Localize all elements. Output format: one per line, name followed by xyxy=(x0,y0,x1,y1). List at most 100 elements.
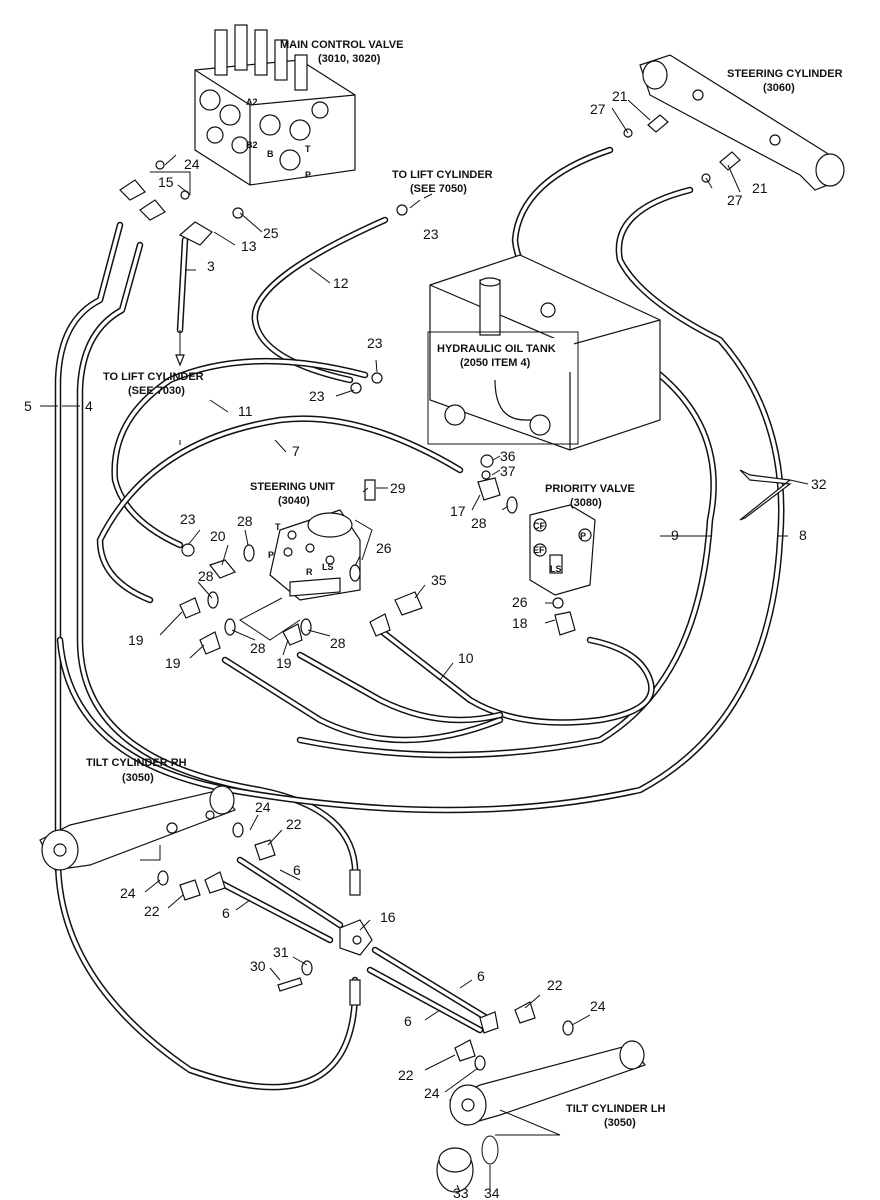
callout-28: 28 xyxy=(330,635,346,651)
hose-4 xyxy=(76,241,359,884)
tilt-cylinder-lh xyxy=(436,1040,646,1193)
callout-22: 22 xyxy=(144,903,160,919)
steering-fittings xyxy=(179,204,792,655)
hose-11 xyxy=(111,357,369,549)
hose-19-lines xyxy=(221,651,504,744)
hose-6-group xyxy=(211,856,494,1034)
callout-6: 6 xyxy=(404,1013,412,1029)
callout-32: 32 xyxy=(811,476,827,492)
steering-cylinder xyxy=(623,54,845,191)
label-tilt-cylinder-rh-ref: (3050) xyxy=(122,772,154,784)
callout-3: 3 xyxy=(207,258,215,274)
callout-12: 12 xyxy=(333,275,349,291)
callout-26: 26 xyxy=(512,594,528,610)
label-main-control-valve-ref: (3010, 3020) xyxy=(318,53,381,65)
callout-36: 36 xyxy=(500,448,516,464)
callout-16: 16 xyxy=(380,909,396,925)
label-lift-cylinder-top: TO LIFT CYLINDER xyxy=(392,169,493,181)
callout-28: 28 xyxy=(250,640,266,656)
hose-10 xyxy=(376,626,655,726)
callout-21: 21 xyxy=(752,180,768,196)
callout-20: 20 xyxy=(210,528,226,544)
port-p-valve: P xyxy=(305,170,311,180)
callout-24: 24 xyxy=(120,885,136,901)
label-priority-valve-ref: (3080) xyxy=(570,497,602,509)
callout-24: 24 xyxy=(590,998,606,1014)
callout-27: 27 xyxy=(727,192,743,208)
callout-23: 23 xyxy=(180,511,196,527)
callout-10: 10 xyxy=(458,650,474,666)
port-ls-prio: LS xyxy=(550,564,562,574)
label-lift-cylinder-left: TO LIFT CYLINDER xyxy=(103,371,204,383)
callout-18: 18 xyxy=(512,615,528,631)
callout-6: 6 xyxy=(477,968,485,984)
component-labels: MAIN CONTROL VALVE (3010, 3020) STEERING… xyxy=(86,39,843,1129)
leader-lines xyxy=(40,99,809,1193)
port-b2: B2 xyxy=(246,140,258,150)
steering-unit xyxy=(269,479,376,601)
callout-19: 19 xyxy=(165,655,181,671)
callout-24: 24 xyxy=(255,799,271,815)
callout-11: 11 xyxy=(238,403,253,419)
callout-7: 7 xyxy=(292,443,300,459)
callout-8: 8 xyxy=(799,527,807,543)
callout-19: 19 xyxy=(128,632,144,648)
priority-valve xyxy=(529,504,596,596)
valve-fittings xyxy=(119,160,244,445)
callout-4: 4 xyxy=(85,398,93,414)
callout-9: 9 xyxy=(671,527,679,543)
callout-24: 24 xyxy=(424,1085,440,1101)
callout-23: 23 xyxy=(309,388,325,404)
hose-7 xyxy=(96,415,464,604)
callout-28: 28 xyxy=(198,568,214,584)
callout-30: 30 xyxy=(250,958,266,974)
label-steering-cylinder-ref: (3060) xyxy=(763,82,795,94)
port-p-prio: P xyxy=(580,531,586,541)
callout-25: 25 xyxy=(263,225,279,241)
callout-29: 29 xyxy=(390,480,406,496)
callout-13: 13 xyxy=(241,238,257,254)
label-hydraulic-oil-tank: HYDRAULIC OIL TANK xyxy=(437,343,556,355)
label-lift-cylinder-left-ref: (SEE 7030) xyxy=(128,385,185,397)
callout-37: 37 xyxy=(500,463,516,479)
hose-9 xyxy=(296,146,717,759)
main-control-valve xyxy=(194,24,356,186)
port-t-valve: T xyxy=(305,144,311,154)
tilt-fittings xyxy=(157,822,574,1071)
port-cf: CF xyxy=(533,521,545,531)
port-b: B xyxy=(267,149,274,159)
hose-12 xyxy=(251,216,389,384)
label-tilt-cylinder-rh: TILT CYLINDER RH xyxy=(86,757,187,769)
callout-6: 6 xyxy=(222,905,230,921)
label-main-control-valve: MAIN CONTROL VALVE xyxy=(280,39,403,51)
callout-5: 5 xyxy=(24,398,32,414)
callout-19: 19 xyxy=(276,655,292,671)
label-hydraulic-oil-tank-ref: (2050 ITEM 4) xyxy=(460,357,531,369)
hose-3 xyxy=(176,236,189,334)
callout-26: 26 xyxy=(376,540,392,556)
callout-27: 27 xyxy=(590,101,606,117)
label-tilt-cylinder-lh: TILT CYLINDER LH xyxy=(566,1103,665,1115)
callout-6: 6 xyxy=(293,862,301,878)
callout-21: 21 xyxy=(612,88,628,104)
callout-23: 23 xyxy=(367,335,383,351)
port-p: P xyxy=(268,550,274,560)
callout-22: 22 xyxy=(547,977,563,993)
label-steering-cylinder: STEERING CYLINDER xyxy=(727,68,843,80)
callout-28: 28 xyxy=(237,513,253,529)
port-ls: LS xyxy=(322,562,334,572)
callout-35: 35 xyxy=(431,572,447,588)
tilt-cylinder-rh xyxy=(39,785,236,871)
callout-24: 24 xyxy=(184,156,200,172)
port-ef: EF xyxy=(533,545,545,555)
port-a2: A2 xyxy=(246,97,258,107)
callout-31: 31 xyxy=(273,944,289,960)
callout-34: 34 xyxy=(484,1185,500,1200)
callout-23: 23 xyxy=(423,226,439,242)
port-r: R xyxy=(306,567,313,577)
hoses xyxy=(54,146,785,1091)
callout-22: 22 xyxy=(398,1067,414,1083)
callout-33: 33 xyxy=(453,1185,469,1200)
